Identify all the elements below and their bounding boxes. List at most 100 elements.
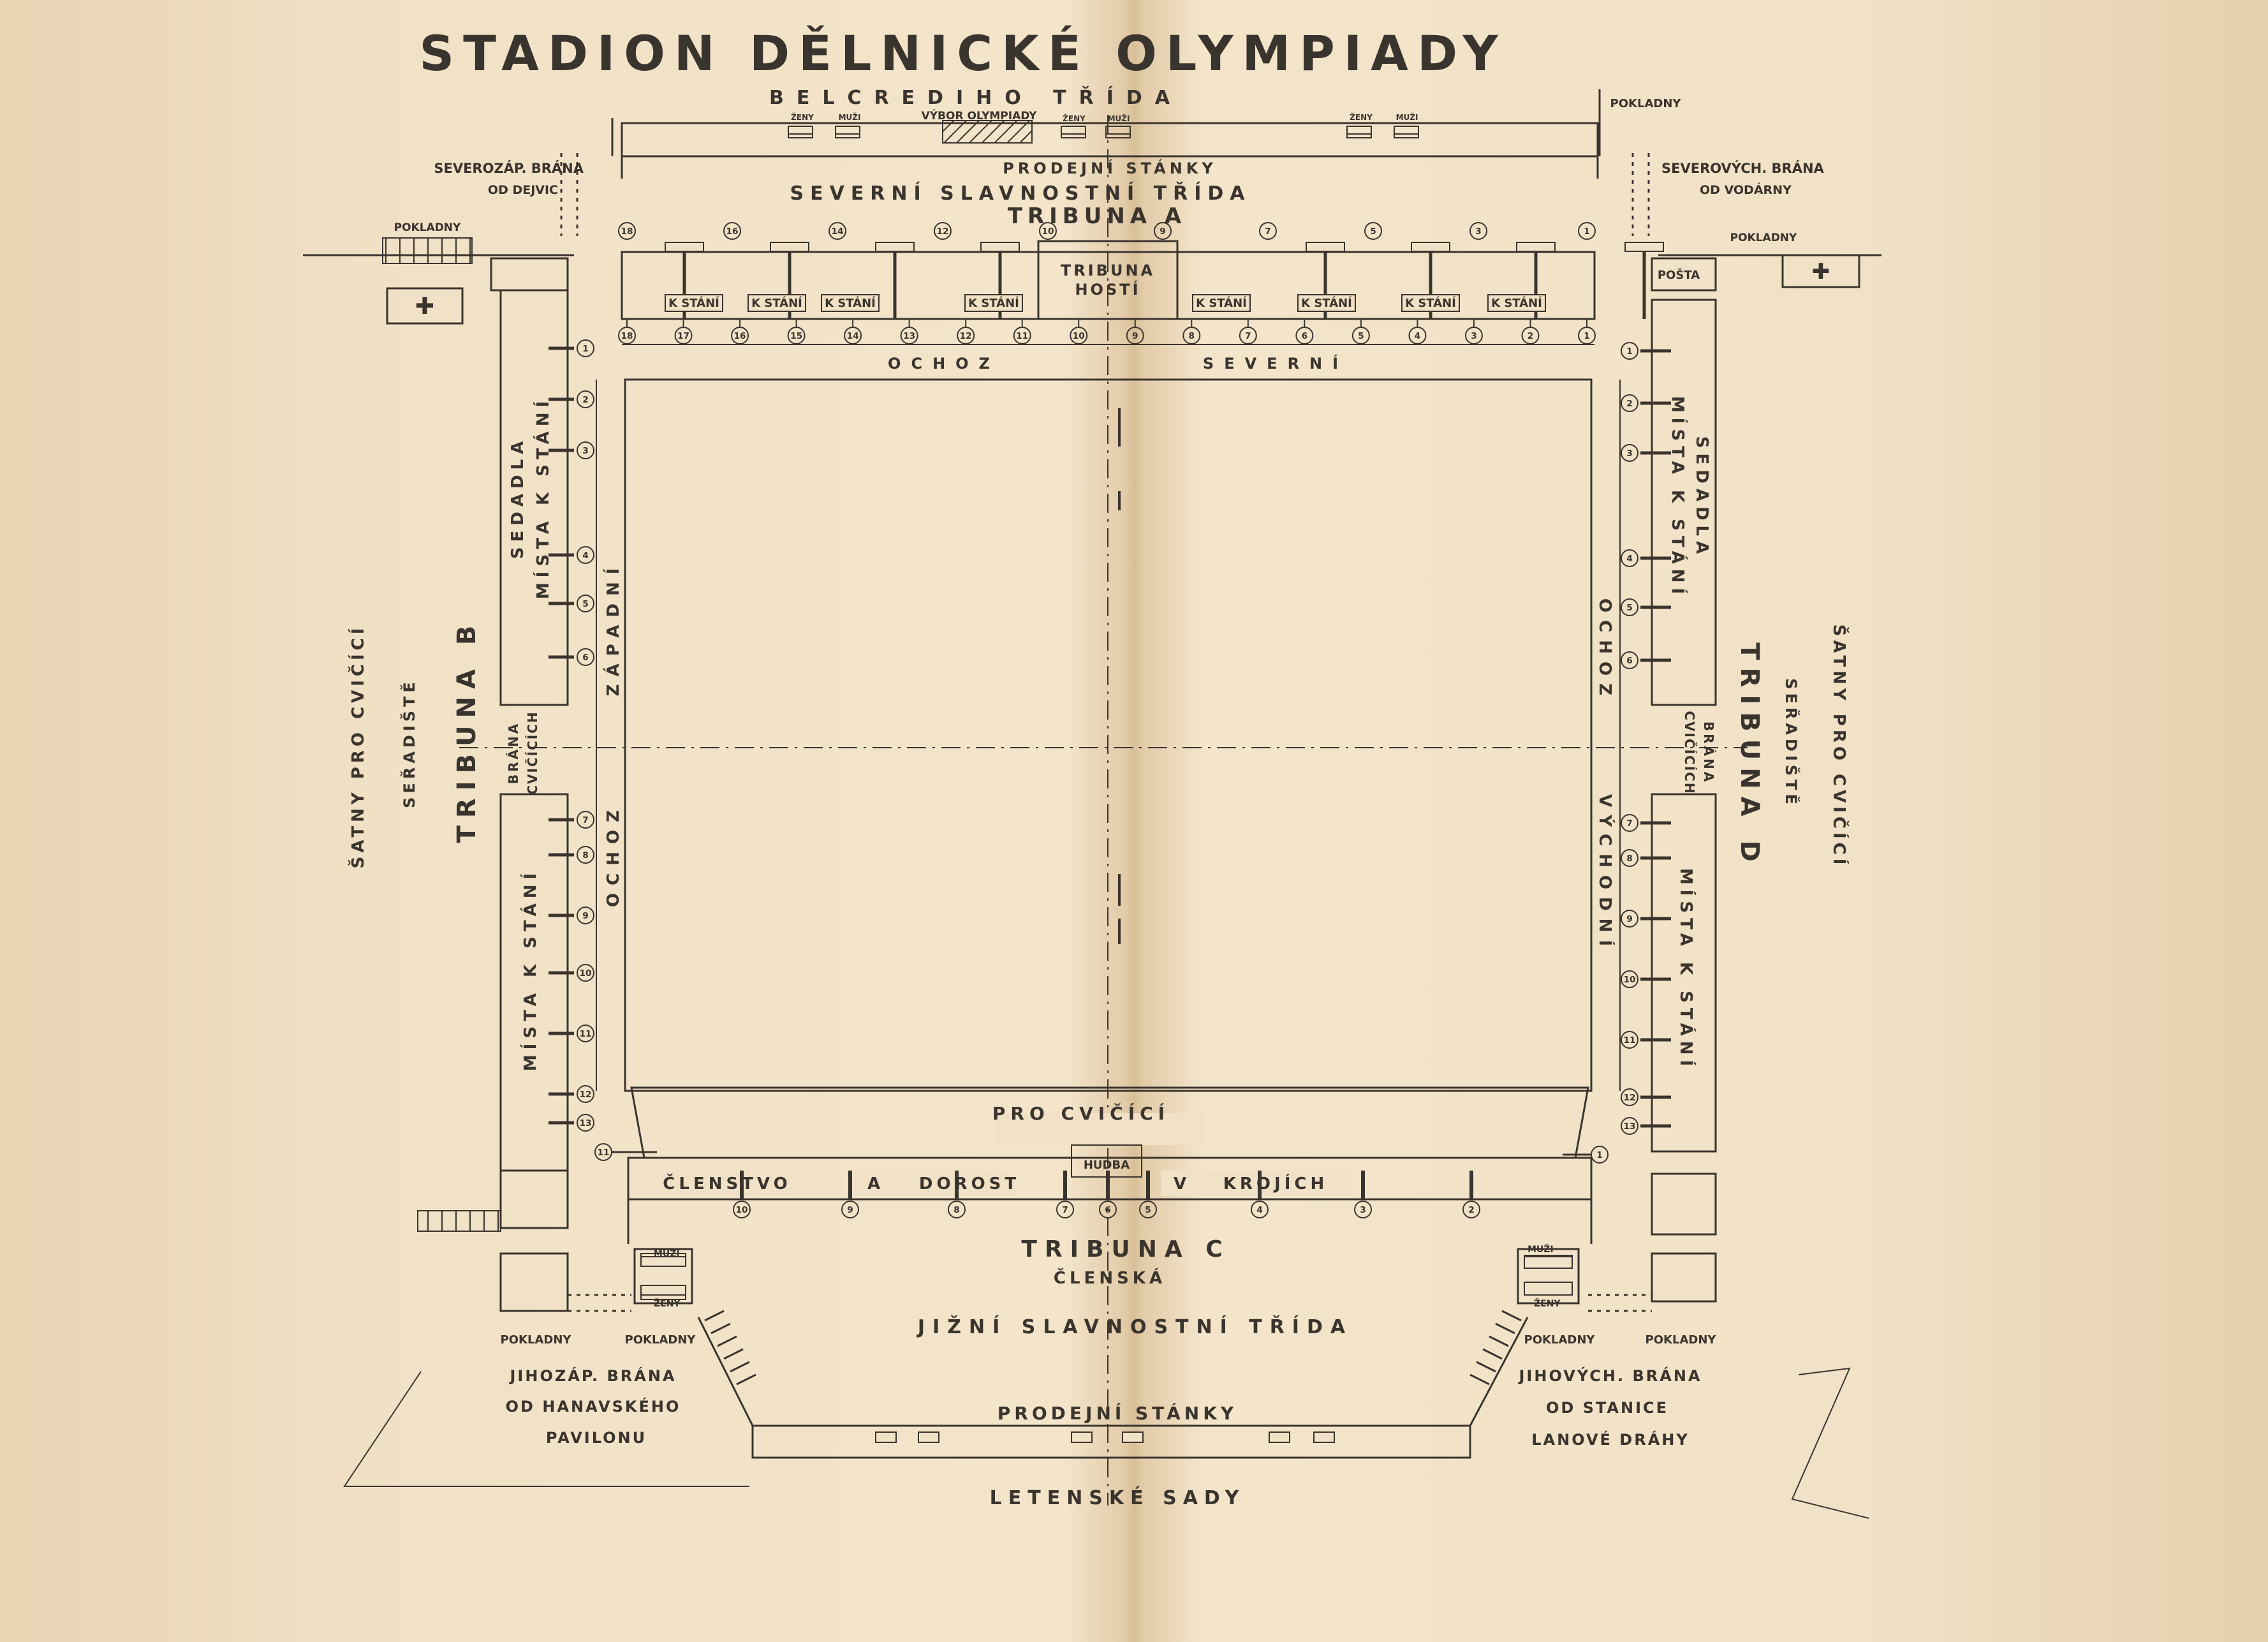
north-ticket-office-label: POKLADNY [1610, 97, 1682, 110]
tribune-b-number: 1 [582, 344, 589, 354]
tribune-b-standing-upper: MÍSTA K STÁNÍ [533, 396, 553, 599]
tribune-c-number: 10 [736, 1205, 748, 1215]
tribune-c-number: 6 [1105, 1205, 1111, 1215]
tribune-c-members-3: DOROST [919, 1174, 1020, 1194]
walkway-west-word-2: ZÁPADNÍ [603, 561, 623, 697]
tribune-c-number-circle [1099, 1201, 1117, 1218]
tribune-d-number-circle [1621, 342, 1638, 360]
north-women-label-2: ŽENY [1063, 114, 1086, 123]
southeast-men-label: MUŽI [1528, 1244, 1554, 1255]
tribune-a: TRIBUNA HOSTÍ [621, 240, 1596, 320]
tribune-d-seats: SEDADLA [1692, 436, 1711, 559]
tribune-d-number: 6 [1626, 656, 1633, 666]
tribune-b-number-circle [577, 390, 594, 408]
tribune-a-standing-label: K STÁNÍ [1196, 296, 1247, 310]
pokladny-se-1: POKLADNY [1524, 1333, 1596, 1347]
west-assembly-area: SEŘADIŠTĚ [399, 678, 418, 808]
tribune-d-number-circle [1621, 598, 1638, 616]
tribune-c [627, 1086, 1593, 1244]
tribune-c-members-2: A [867, 1174, 880, 1194]
tribune-b-gate-word-1: BRÁNA [506, 721, 521, 784]
tribune-a-lower-number: 16 [734, 331, 746, 341]
tribune-c-side-number-circle [1591, 1146, 1609, 1164]
tribune-a-upper-number-circle [1364, 222, 1382, 240]
northwest-gate: SEVEROZÁP. BRÁNA OD DEJVIC [434, 153, 584, 236]
southwest-gate-from-1: OD HANAVSKÉHO [506, 1397, 681, 1416]
tribune-b-number-circle [577, 1114, 594, 1132]
tribune-b-seats: SEDADLA [508, 436, 527, 559]
tribune-d-number: 10 [1624, 975, 1636, 985]
first-aid-east: ✚ [1781, 254, 1860, 288]
tribune-a-upper-number: 7 [1265, 226, 1271, 237]
tribune-a-upper-number-circle [828, 222, 846, 240]
southeast-women-label: ŽENY [1534, 1298, 1561, 1309]
north-committee-label: VÝBOR OLYMPIADY [922, 108, 1038, 122]
tribune-a-lower-number: 8 [1189, 331, 1195, 341]
southeast-facilities: MUŽI ŽENY [1517, 1244, 1652, 1312]
tribune-a-label: TRIBUNA A [1008, 203, 1186, 229]
street-south-label: LETENSKÉ SADY [990, 1486, 1246, 1509]
tribune-c-number-circle [1462, 1201, 1480, 1218]
pokladny-se-2: POKLADNY [1646, 1333, 1717, 1347]
se-boundary [1791, 1367, 1869, 1519]
tribune-d-number: 5 [1626, 603, 1633, 613]
north-women-label-3: ŽENY [1350, 112, 1373, 122]
tribune-b-number: 10 [580, 968, 592, 979]
tribune-a-standing-label: K STÁNÍ [1301, 296, 1352, 310]
walkway-west-word-1: OCHOZ [604, 803, 623, 907]
tribune-a-upper-number-circle [723, 222, 741, 240]
southeast-gate-name: JIHOVÝCH. BRÁNA [1518, 1366, 1702, 1385]
tribune-d-number: 7 [1626, 818, 1633, 829]
tribune-a-lower-number: 15 [790, 331, 802, 341]
tribune-a-standing-label: K STÁNÍ [668, 296, 719, 310]
tribune-a-upper-number-circle [1578, 222, 1596, 240]
northeast-gate-from: OD VODÁRNY [1700, 182, 1792, 197]
tribune-d-number: 2 [1626, 399, 1633, 409]
tribune-a-upper-number-circle [1039, 222, 1057, 240]
tribune-a-guest-line-2: HOSTÍ [1075, 280, 1140, 299]
tribune-d-number-circle [1621, 849, 1638, 867]
tribune-b [417, 257, 569, 1312]
pokladny-sw-1: POKLADNY [501, 1333, 572, 1347]
southwest-facilities: MUŽI ŽENY [568, 1248, 693, 1312]
southwest-men-label: MUŽI [654, 1248, 680, 1259]
tribune-a-lower-number: 7 [1245, 331, 1251, 341]
tribune-c-number: 3 [1360, 1205, 1366, 1215]
tribune-b-label: TRIBUNA B [452, 618, 482, 843]
east-assembly-area: SEŘADIŠTĚ [1782, 678, 1801, 808]
tribune-d-number: 8 [1626, 854, 1633, 864]
tribune-b-number: 6 [582, 653, 589, 663]
tribune-c-side-number: 11 [598, 1148, 610, 1158]
tribune-d-standing-upper: MÍSTA K STÁNÍ [1668, 396, 1688, 599]
tribune-a-lower-number: 11 [1016, 331, 1028, 341]
tribune-b-number-circle [577, 846, 594, 864]
tribune-a-guest-box [1037, 240, 1179, 320]
tribune-c-number-circle [948, 1201, 966, 1218]
tribune-a-upper-number: 14 [832, 226, 844, 237]
tribune-c-members-1: ČLENSTVO [663, 1173, 791, 1194]
tribune-c-number: 9 [847, 1205, 853, 1215]
tribune-c-number: 2 [1468, 1205, 1475, 1215]
northwest-gate-name: SEVEROZÁP. BRÁNA [434, 160, 584, 176]
tribune-c-number: 5 [1145, 1205, 1151, 1215]
tribune-b-number-circle [577, 906, 594, 924]
tribune-b-number-circle [577, 595, 594, 612]
tribune-a-lower-number: 4 [1415, 331, 1421, 341]
southeast-gate-from-2: LANOVÉ DRÁHY [1531, 1430, 1689, 1449]
tribune-b-number-circle [577, 964, 594, 982]
tribune-b-number: 13 [580, 1118, 592, 1128]
tribune-c-for-exercisers: PRO CVIČÍCÍ [992, 1102, 1170, 1124]
southwest-gate-name: JIHOZÁP. BRÁNA [509, 1366, 677, 1385]
pokladny-sw-2: POKLADNY [625, 1333, 696, 1347]
tribune-d-number-circle [1621, 444, 1638, 462]
northeast-gate: SEVEROVÝCH. BRÁNA OD VODÁRNY [1631, 153, 1825, 236]
tribune-d-number-circle [1621, 1117, 1638, 1135]
tribune-c-label: TRIBUNA C [1021, 1236, 1230, 1262]
pokladny-ne-label: POKLADNY [1730, 232, 1797, 244]
post-office: POŠTA [1658, 268, 1700, 282]
tribune-a-upper-number: 10 [1042, 226, 1054, 237]
tribune-d-number-circle [1621, 651, 1638, 669]
tribune-a-lower-number: 18 [621, 331, 633, 341]
street-north-label: BELCREDIHO TŘÍDA [769, 86, 1182, 109]
